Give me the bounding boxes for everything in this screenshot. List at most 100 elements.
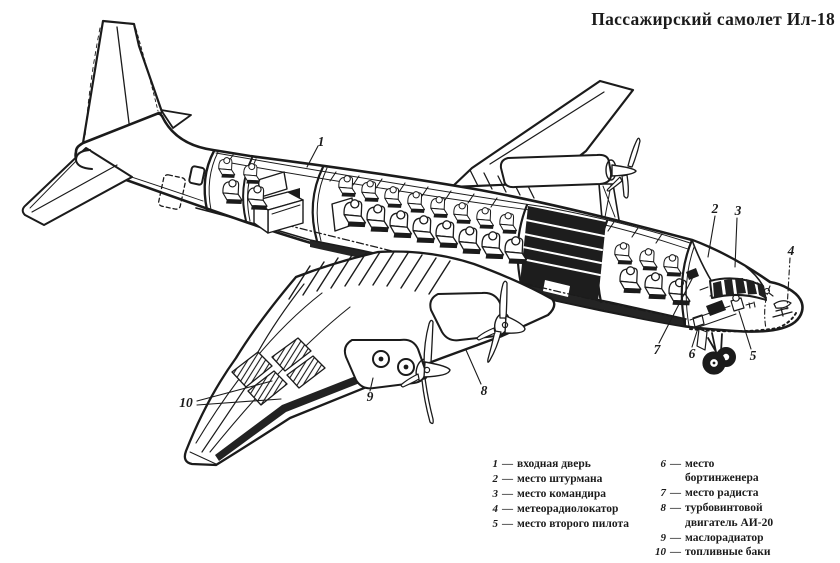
legend-column-1: 1—входная дверь 2—место штурмана 3—место… xyxy=(483,457,647,560)
legend-item-3: 3— место командира xyxy=(483,487,647,501)
leader-8 xyxy=(465,349,482,385)
leader-3 xyxy=(734,217,738,268)
legend-item-9: 9— маслорадиатор xyxy=(651,531,835,545)
legend-item-number: 1 xyxy=(492,458,499,470)
near-tailplane xyxy=(21,147,133,226)
legend-column-2: 6—место бортинженера 7—место радиста 8—т… xyxy=(651,457,835,560)
legend: 1—входная дверь 2—место штурмана 3—место… xyxy=(483,457,835,560)
nose-antenna-marks xyxy=(745,301,756,309)
legend-separator: — xyxy=(502,472,513,485)
legend-item-number: 9 xyxy=(660,531,667,544)
legend-item-number: 6 xyxy=(660,458,667,470)
legend-item-text: место второго пилота xyxy=(517,517,630,530)
nose-landing-gear xyxy=(696,328,736,375)
rear-window xyxy=(188,165,206,186)
leader-7 xyxy=(658,276,694,344)
outer-prop-blade-front xyxy=(400,373,420,388)
legend-item-8: 8— турбовинтовой двигатель АИ-20 xyxy=(651,501,835,530)
leader-6 xyxy=(691,327,699,348)
legend-item-number: 7 xyxy=(660,487,667,500)
fuel-tanks xyxy=(231,337,326,406)
fin-le-texture xyxy=(84,27,101,139)
legend-separator: — xyxy=(502,502,513,515)
legend-item-7: 7— место радиста xyxy=(651,486,835,500)
near-engines xyxy=(343,280,526,425)
legend-separator: — xyxy=(670,487,681,500)
far-prop-blade-front xyxy=(606,176,623,192)
fin-te-texture xyxy=(135,28,159,112)
callout-2: 2 xyxy=(711,201,719,216)
legend-item-text: место радиста xyxy=(685,487,759,500)
root-rib-slats xyxy=(288,251,451,300)
legend-item-number: 5 xyxy=(492,517,499,530)
far-prop-spinner xyxy=(611,164,637,177)
center-console xyxy=(706,300,726,316)
le-dark-stripe xyxy=(215,372,370,461)
rear-door-dashed xyxy=(158,174,186,210)
outer-prop-blade-up xyxy=(423,319,434,365)
wing-center-box xyxy=(520,206,606,301)
legend-item-number: 2 xyxy=(492,472,499,485)
callout-8: 8 xyxy=(481,383,488,398)
callout-5: 5 xyxy=(750,348,757,363)
leader-1 xyxy=(306,145,319,168)
leader-5 xyxy=(738,310,752,350)
legend-separator: — xyxy=(502,458,513,470)
far-engine-nacelle xyxy=(499,153,613,189)
legend-separator: — xyxy=(670,502,681,515)
legend-item-1: 1— входная дверь xyxy=(483,457,647,471)
rudder-hinge-line xyxy=(116,26,132,140)
legend-item-number: 10 xyxy=(655,546,666,559)
far-tailplane xyxy=(160,109,192,129)
nose-bottom-texture xyxy=(689,310,798,333)
wing-tip-line xyxy=(189,451,217,465)
legend-separator: — xyxy=(670,531,681,544)
outer-prop-blade-down xyxy=(421,377,434,425)
far-wing-flap-line xyxy=(489,91,605,165)
far-wing xyxy=(450,79,641,223)
far-prop-blade-up xyxy=(627,137,641,168)
legend-item-text: метеорадиолокатор xyxy=(517,502,619,515)
tailcone-tip xyxy=(75,149,93,170)
cockpit-bulkhead xyxy=(680,238,694,328)
legend-item-number: 4 xyxy=(492,502,499,515)
floor-line xyxy=(257,217,685,320)
inner-prop-blade-up xyxy=(499,280,508,319)
callout-7: 7 xyxy=(654,342,662,357)
legend-item-number: 8 xyxy=(660,502,667,515)
inner-prop-blade-front xyxy=(476,327,496,341)
flap-line xyxy=(257,283,305,353)
legend-item-text: место бортинженера xyxy=(685,458,759,485)
windshield-panes xyxy=(713,278,766,299)
legend-item-text: маслорадиатор xyxy=(685,531,764,544)
sill-line xyxy=(195,207,687,320)
legend-item-number: 3 xyxy=(492,487,499,500)
gear-door xyxy=(696,328,708,351)
empennage xyxy=(81,19,192,145)
callout-labels: 1 2 3 4 5 6 7 8 9 10 xyxy=(179,134,794,410)
legend-separator: — xyxy=(670,458,681,470)
inner-prop-blade-down xyxy=(487,330,502,363)
callout-4: 4 xyxy=(787,243,795,258)
legend-item-6: 6— место бортинженера xyxy=(651,457,835,486)
legend-item-text: турбовинтовой двигатель АИ-20 xyxy=(685,502,774,529)
outer-prop-spinner xyxy=(423,361,451,378)
callout-3: 3 xyxy=(734,203,742,218)
legend-item-4: 4— метеорадиолокатор xyxy=(483,502,647,516)
legend-separator: — xyxy=(502,517,513,530)
legend-item-text: топливные баки xyxy=(685,546,771,559)
figure-title: Пассажирский самолет Ил-18 xyxy=(591,9,835,29)
legend-item-text: место штурмана xyxy=(517,472,603,485)
legend-item-text: входная дверь xyxy=(517,458,591,470)
callout-6: 6 xyxy=(689,346,696,361)
callout-1: 1 xyxy=(318,134,325,149)
leader-10b xyxy=(196,398,282,406)
callout-10: 10 xyxy=(179,395,193,410)
far-prop-blade-down xyxy=(621,174,629,199)
callout-leaders xyxy=(196,145,791,406)
legend-item-text: место командира xyxy=(517,487,607,500)
legend-separator: — xyxy=(502,487,513,500)
legend-separator: — xyxy=(670,546,681,559)
